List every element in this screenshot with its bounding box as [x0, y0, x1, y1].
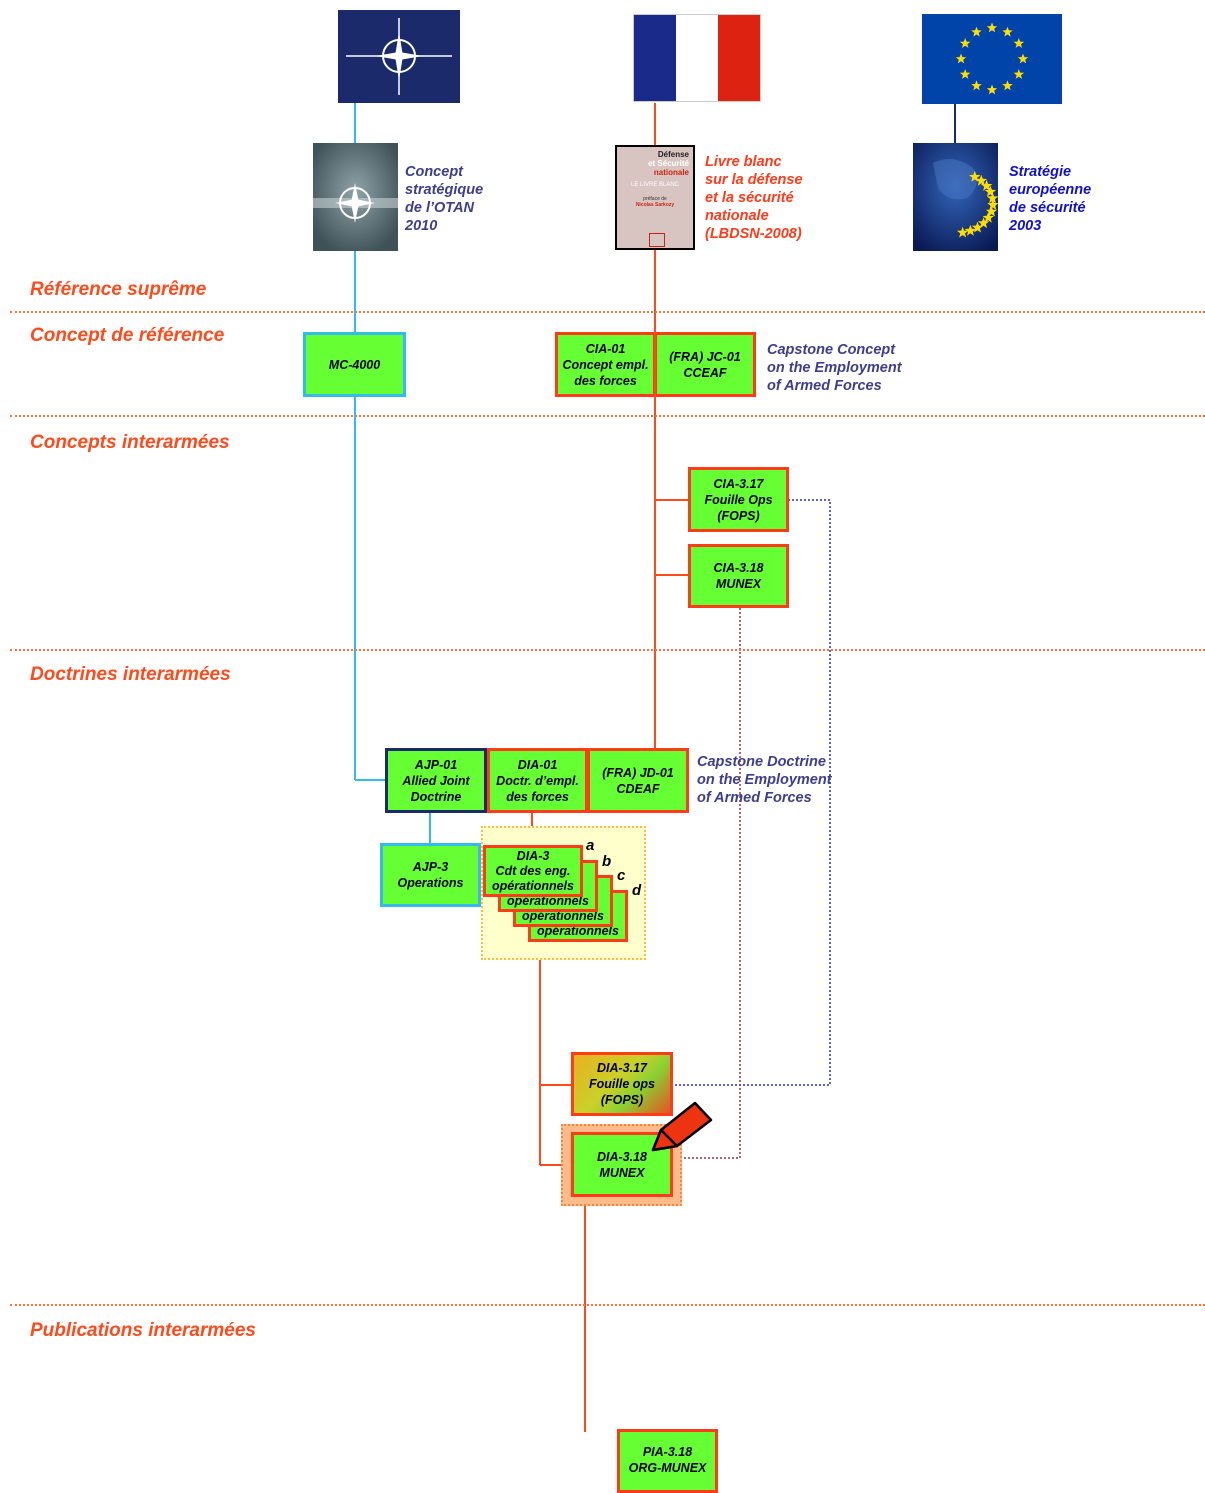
stack-letter-a: a: [586, 837, 595, 854]
eu-star-icon: [1017, 53, 1029, 64]
eu-star-icon: [977, 217, 990, 229]
eu-star-icon: [982, 211, 994, 223]
eu-star-icon: [987, 199, 998, 210]
eu-star-icon: [971, 221, 984, 233]
eu-star-icon: [980, 179, 993, 191]
section-supreme: Référence suprême: [30, 279, 207, 300]
eu-star-icon: [986, 192, 998, 204]
section-publications: Publications interarmées: [30, 1320, 256, 1341]
stack-letter-b: b: [602, 853, 612, 870]
eu-star-icon: [1013, 69, 1025, 79]
nato-flag: [338, 10, 460, 103]
eu-star-icon: [955, 53, 967, 64]
eu-star-icon: [985, 205, 998, 217]
cover-line-3: nationale: [653, 168, 689, 177]
eu-star-icon: [1002, 26, 1013, 37]
eu-flag: [922, 14, 1062, 104]
eu-star-icon: [956, 226, 969, 238]
trunk-overlay: [654, 332, 656, 397]
section-doctrines: Doctrines interarmées: [30, 664, 231, 685]
cover-line-6: Nicolas Sarkozy: [635, 202, 675, 208]
otan-concept-cover: [313, 143, 398, 251]
eu-star-icon: [986, 84, 998, 95]
eu-star-icon: [975, 174, 987, 186]
cover-line-1: Défense: [657, 150, 689, 159]
cover-line-2: et Sécurité: [648, 159, 689, 168]
cover-line-4: LE LIVRE BLANC: [630, 182, 680, 188]
livre-blanc-cover: Défense et Sécurité nationale LE LIVRE B…: [615, 145, 695, 250]
publisher-logo-icon: [649, 233, 665, 247]
mc-4000-box: MC-4000: [303, 332, 406, 397]
section-divider: [10, 311, 1205, 313]
eu-star-icon: [959, 38, 971, 48]
eu-star-icon: [984, 185, 997, 197]
eu-star-icon: [971, 80, 982, 91]
section-divider: [10, 1304, 1205, 1306]
eu-star-icon: [959, 69, 971, 79]
section-divider: [10, 649, 1205, 651]
eu-strategy-cover: [913, 143, 998, 251]
eu-star-icon: [969, 170, 981, 182]
section-reference: Concept de référence: [30, 325, 225, 346]
pencil-icon: [651, 1101, 713, 1152]
section-divider: [10, 415, 1205, 417]
eu-star-icon: [1002, 80, 1013, 91]
section-concepts: Concepts interarmées: [30, 432, 230, 453]
stack-letter-c: c: [617, 867, 626, 884]
stack-letter-d: d: [632, 882, 642, 899]
france-flag: [633, 14, 761, 102]
eu-star-icon: [1013, 38, 1025, 48]
eu-star-icon: [971, 26, 982, 37]
cover-line-5: préface de: [643, 196, 667, 202]
eu-star-icon: [964, 224, 977, 236]
eu-star-icon: [986, 22, 998, 33]
